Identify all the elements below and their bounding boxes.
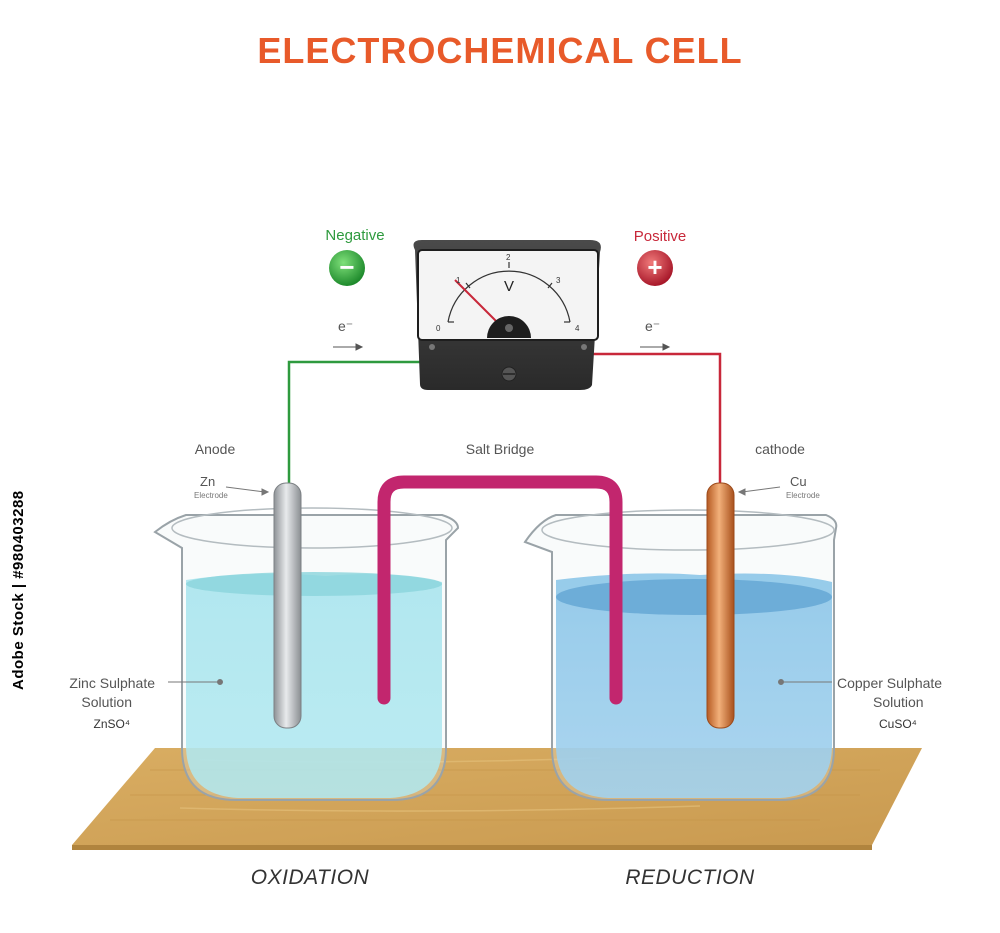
positive-sign: + [647, 252, 663, 282]
electron-arrow-left [333, 343, 364, 351]
negative-label: Negative [325, 227, 385, 244]
left-solution-line1: Zinc Sulphate [69, 675, 155, 691]
salt-bridge-label: Salt Bridge [465, 441, 535, 457]
voltmeter [413, 240, 601, 390]
leader-lines [168, 486, 832, 685]
zinc-electrode [273, 482, 302, 729]
right-solution-line2: Solution [873, 694, 924, 710]
reduction-label: REDUCTION [625, 866, 755, 889]
meter-tick-4: 4 [575, 324, 580, 333]
anode-label: Anode [194, 441, 236, 457]
negative-terminal-icon [329, 250, 365, 286]
cathode-label: cathode [755, 441, 805, 457]
positive-wire [589, 352, 722, 483]
negative-wire [287, 360, 420, 483]
oxidation-label: OXIDATION [250, 866, 370, 889]
negative-sign: − [339, 252, 355, 282]
zinc-metal-label: Zn [200, 474, 216, 489]
copper-electrode [706, 482, 735, 729]
left-beaker [153, 507, 460, 801]
stock-id-watermark: Adobe Stock | #980403288 [10, 490, 27, 690]
right-solution-line1: Copper Sulphate [837, 675, 943, 691]
salt-bridge-tube [377, 475, 623, 705]
electron-right-label: e⁻ [645, 318, 661, 334]
meter-tick-0: 0 [436, 324, 441, 333]
right-solution-formula: CuSO⁴ [879, 717, 917, 731]
meter-unit: V [503, 278, 514, 295]
positive-label: Positive [633, 228, 687, 245]
positive-terminal-icon [637, 250, 673, 286]
zinc-electrode-sublabel: Electrode [194, 491, 228, 500]
left-solution-formula: ZnSO⁴ [93, 717, 131, 731]
meter-tick-2: 2 [506, 253, 511, 262]
electron-arrow-right [640, 343, 671, 351]
left-solution-line2: Solution [81, 694, 132, 710]
meter-tick-1: 1 [456, 276, 461, 285]
copper-metal-label: Cu [790, 474, 807, 489]
copper-electrode-sublabel: Electrode [786, 491, 820, 500]
electron-left-label: e⁻ [338, 318, 354, 334]
page-title: ELECTROCHEMICAL CELL [257, 30, 743, 71]
meter-tick-3: 3 [556, 276, 561, 285]
right-beaker [523, 509, 838, 801]
